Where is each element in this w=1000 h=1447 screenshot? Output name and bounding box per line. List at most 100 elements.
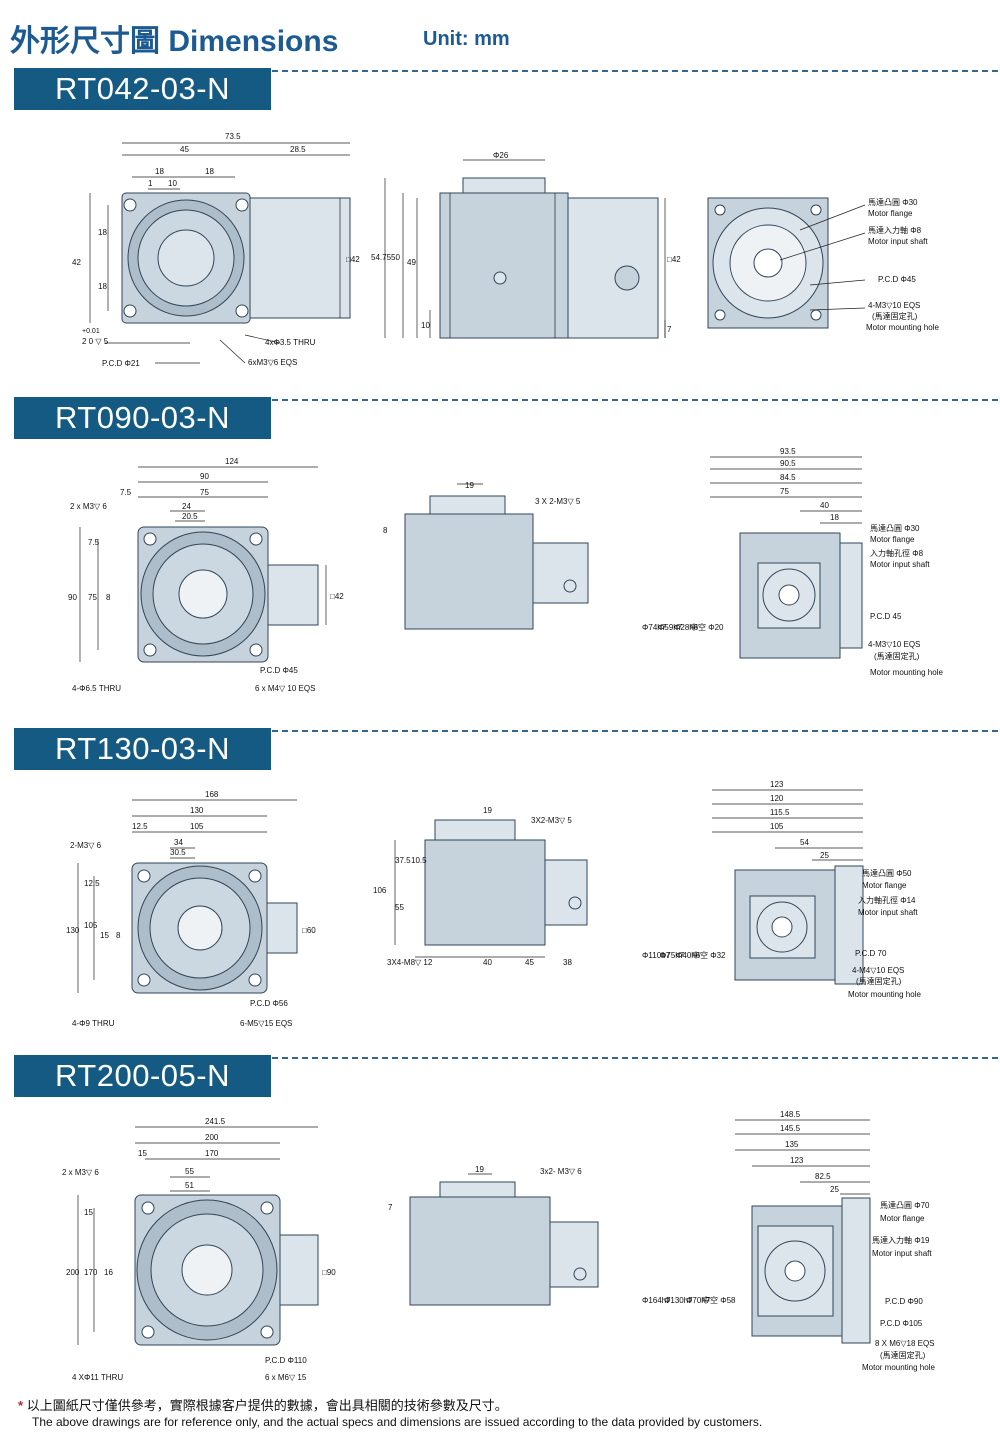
note-label: Motor mounting hole	[866, 323, 939, 332]
dim-label: 10	[421, 321, 430, 330]
rt130-rear-view: 123 120 115.5 105 54 25 Φ110h7 Φ75h7 Φ40…	[642, 780, 921, 999]
note-label: 馬達凸圓 Φ50	[862, 868, 912, 878]
dim-label: 8	[116, 931, 121, 940]
note-label: Motor mounting hole	[862, 1363, 935, 1372]
hole-label: 4-Φ9 THRU	[72, 1019, 115, 1028]
dim-label: 55	[395, 903, 404, 912]
dim-label: 7	[667, 325, 672, 334]
tolerance-label: 2 0 ▽ 5	[82, 337, 109, 346]
m3-label: 2 x M3▽ 6	[62, 1168, 99, 1177]
eqs-label: 6-M5▽15 EQS	[240, 1019, 292, 1028]
dim-label: 90.5	[780, 459, 796, 468]
dim-label: 90	[200, 472, 209, 481]
pcd-label: P.C.D Φ56	[250, 999, 288, 1008]
m3-label: 2-M3▽ 6	[70, 841, 102, 850]
rt042-front-view: 73.5 45 28.5 18 18 1 10 42 18 18 □42 +0.…	[72, 132, 360, 368]
dim-label: 120	[770, 794, 784, 803]
dim-label: 75	[200, 488, 209, 497]
dim-label: 45	[180, 145, 189, 154]
dim-label: 75	[780, 487, 789, 496]
dim-label: Φ130h7	[664, 1296, 693, 1305]
dim-label: 15	[100, 931, 109, 940]
note-label: Motor mounting hole	[870, 668, 943, 677]
rt200-front-view: 241.5 200 15 170 55 51 2 x M3▽ 6 15 200 …	[62, 1117, 336, 1382]
dim-label: 中空 Φ58	[702, 1295, 736, 1305]
dim-label: 45	[525, 958, 534, 967]
rt130-front-view: 168 130 12.5 105 34 30.5 2-M3▽ 6 12.5 13…	[66, 790, 316, 1028]
dim-label: 18	[155, 167, 164, 176]
dim-label: 10	[168, 179, 177, 188]
pcd-label: P.C.D Φ105	[880, 1319, 923, 1328]
section-title-rt200: RT200-05-N	[14, 1055, 271, 1097]
dim-label: Φ28h6	[674, 623, 699, 632]
dim-label: 30.5	[170, 848, 186, 857]
note-label: 馬達入力軸 Φ8	[868, 225, 922, 235]
page-title: 外形尺寸圖 Dimensions	[10, 25, 339, 58]
dim-label: 20.5	[182, 512, 198, 521]
dim-label: 7.5	[120, 488, 132, 497]
dim-label: 145.5	[780, 1124, 801, 1133]
dim-label: 115.5	[770, 808, 790, 817]
note-label: 馬達入力軸 Φ19	[872, 1235, 930, 1245]
dim-label: □42	[346, 255, 360, 264]
dim-label: 170	[84, 1268, 98, 1277]
rt090-front-view: 124 90 7.5 75 24 20.5 2 x M3▽ 6 7.5 90 7…	[68, 457, 344, 693]
note-label: 4-M3▽10 EQS	[868, 640, 920, 649]
dim-label: 40	[820, 501, 829, 510]
dim-label: 18	[98, 282, 107, 291]
dim-label: 18	[98, 228, 107, 237]
note-label: 入力軸孔徑 Φ8	[870, 548, 924, 558]
dim-label: 73.5	[225, 132, 241, 141]
note-label: Motor input shaft	[858, 908, 918, 917]
dim-label: 16	[104, 1268, 113, 1277]
note-label: 入力軸孔徑 Φ14	[858, 895, 916, 905]
dim-label: 168	[205, 790, 219, 799]
dim-label: 124	[225, 457, 239, 466]
eqs-label: 6 x M4▽ 10 EQS	[255, 684, 315, 693]
hole-label: 4-Φ6.5 THRU	[72, 684, 121, 693]
section-divider	[272, 730, 998, 732]
note-label: 馬達凸圓 Φ30	[868, 197, 918, 207]
dim-label: 106	[373, 886, 387, 895]
dim-label: Φ40h6	[676, 951, 701, 960]
section-title-rt090: RT090-03-N	[14, 397, 271, 439]
footnote-english: The above drawings are for reference onl…	[32, 1415, 763, 1429]
dim-label: 25	[830, 1185, 839, 1194]
dim-label: 105	[84, 921, 98, 930]
rt130-side-view: 19 3X2-M3▽ 5 106 37.5 10.5 55 3X4-M8▽ 12…	[373, 806, 588, 967]
dim-label: 中空 Φ20	[690, 622, 724, 632]
note-label: (馬達固定孔)	[874, 651, 920, 661]
rt042-rear-view: 馬達凸圓 Φ30 Motor flange 馬達入力軸 Φ8 Motor inp…	[707, 197, 939, 332]
hole-label: 4xΦ3.5 THRU	[265, 338, 316, 347]
dim-label: Φ59h7	[658, 623, 683, 632]
dim-label: 8	[383, 526, 388, 535]
dim-label: 42	[72, 258, 81, 267]
dim-label: 24	[182, 502, 191, 511]
section-divider	[272, 70, 998, 72]
dim-label: 10.5	[411, 856, 427, 865]
spec-label: 3x2- M3▽ 6	[540, 1167, 582, 1176]
note-label: (馬達固定孔)	[872, 311, 918, 321]
section-divider	[272, 1057, 998, 1059]
dim-label: Φ74h7	[642, 623, 667, 632]
dim-label: 18	[205, 167, 214, 176]
dim-label: 50	[391, 253, 400, 262]
dim-label: 75	[88, 593, 97, 602]
dim-label: Φ70h7	[686, 1296, 711, 1305]
note-label: Motor mounting hole	[848, 990, 921, 999]
dim-label: 19	[475, 1165, 484, 1174]
dim-label: 54.75	[371, 253, 392, 262]
note-label: 4-M3▽10 EQS	[868, 301, 920, 310]
spec-label: 3 X 2-M3▽ 5	[535, 497, 581, 506]
pcd-label: P.C.D 45	[870, 612, 902, 621]
dim-label: □42	[667, 255, 681, 264]
dim-label: 105	[190, 822, 204, 831]
dim-label: 200	[205, 1133, 219, 1142]
dim-label: 40	[483, 958, 492, 967]
note-label: Motor input shaft	[868, 237, 928, 246]
dim-label: 49	[407, 258, 416, 267]
dim-label: 82.5	[815, 1172, 831, 1181]
dim-label: 93.5	[780, 447, 796, 456]
dim-label: 148.5	[780, 1110, 801, 1119]
section-title-rt042: RT042-03-N	[14, 68, 271, 110]
